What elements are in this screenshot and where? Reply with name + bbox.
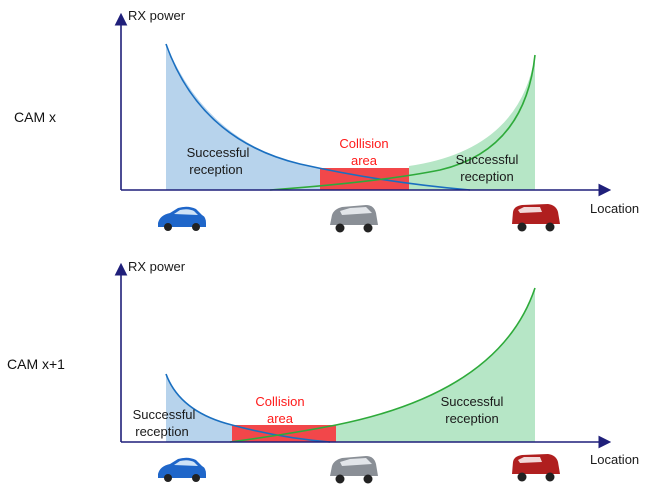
right-region-label-line2: reception [460,169,513,184]
collision-label-line2: area [351,153,378,168]
collision-label-line2: area [267,411,294,426]
x-axis-label: Location [590,201,639,216]
cam-label: CAM x+1 [7,356,65,372]
red-suv-icon [512,204,560,232]
collision-label-line1: Collision [255,394,304,409]
blue-power-curve [165,43,471,191]
blue-power-curve [165,373,331,443]
panel-cam-x-plus-1: RX power Location CAM x+1 Successful rec… [7,259,639,467]
right-region-label-line1: Successful [441,394,504,409]
red-suv-icon [512,454,560,482]
right-success-fill [336,288,535,442]
left-region-label-line1: Successful [133,407,196,422]
blue-car-icon [158,206,206,231]
gray-suv-icon [330,456,378,484]
x-axis-label: Location [590,452,639,467]
left-region-label-line2: reception [189,162,242,177]
right-region-label-line1: Successful [456,152,519,167]
panel-cam-x: RX power Location CAM x Successful recep… [14,8,639,216]
green-power-curve [229,287,536,443]
gray-suv-icon [330,205,378,233]
right-region-label-line2: reception [445,411,498,426]
cam-label: CAM x [14,109,56,125]
left-region-label-line2: reception [135,424,188,439]
left-region-label-line1: Successful [187,145,250,160]
left-success-fill [166,44,320,190]
left-success-fill [166,374,232,442]
blue-car-icon [158,457,206,482]
collision-label-line1: Collision [339,136,388,151]
green-power-curve [269,54,536,191]
y-axis-label: RX power [128,259,186,274]
right-success-fill [409,55,535,190]
y-axis-label: RX power [128,8,186,23]
